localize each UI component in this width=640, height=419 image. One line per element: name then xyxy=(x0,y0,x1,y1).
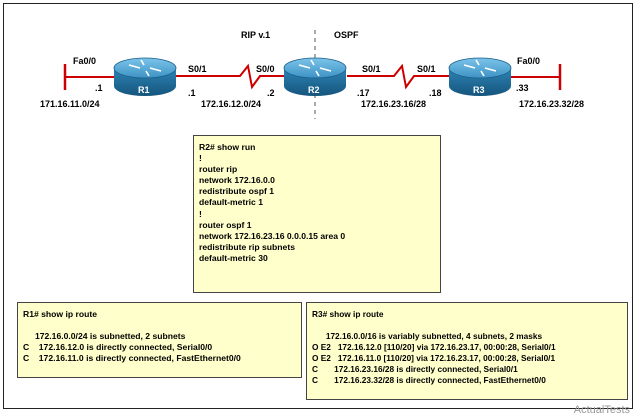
r1-route-line: R1# show ip route xyxy=(23,309,98,319)
r1-route-line: 172.16.0.0/24 is subnetted, 2 subnets xyxy=(23,331,186,342)
r3-route-line: 172.16.0.0/16 is variably subnetted, 4 s… xyxy=(312,331,543,342)
r2-serial0-interface-label: S0/0 xyxy=(256,64,275,74)
router-r3-label: R3 xyxy=(473,85,485,95)
r1-serial-interface-label: S0/1 xyxy=(188,64,207,74)
r3-route-line: R3# show ip route xyxy=(312,309,384,319)
r2-show-run-box: R2# show run ! router rip network 172.16… xyxy=(193,135,441,293)
rip-domain-label: RIP v.1 xyxy=(241,30,271,40)
r2-config-line: ! xyxy=(199,153,202,164)
r3-route-line xyxy=(312,320,627,331)
router-r2-icon xyxy=(283,57,347,96)
r2-config-line: default-metric 30 xyxy=(199,252,268,263)
r2-config-line: redistribute rip subnets xyxy=(199,241,295,252)
r2-serial0-host-label: .2 xyxy=(267,88,275,98)
r2-config-line: network 172.16.23.16 0.0.0.15 area 0 xyxy=(199,230,346,241)
router-r1-icon xyxy=(113,57,177,96)
router-r2-label: R2 xyxy=(308,85,320,95)
r3-serial-interface-label: S0/1 xyxy=(417,64,436,74)
r1-lan-network-label: 171.16.11.0/24 xyxy=(40,99,100,109)
r1-route-line xyxy=(23,320,301,331)
router-r3-icon xyxy=(448,57,512,96)
r1-fa-interface-label: Fa0/0 xyxy=(73,56,97,66)
topology-diagram xyxy=(63,30,562,119)
r1-fa-host-label: .1 xyxy=(95,83,103,93)
r3-fa-interface-label: Fa0/0 xyxy=(517,56,541,66)
r2-config-line: router ospf 1 xyxy=(199,219,252,230)
r2-config-line: network 172.16.0.0 xyxy=(199,175,275,186)
serial-link-r1-r2 xyxy=(176,63,284,90)
r3-fa-host-label: .33 xyxy=(516,83,529,93)
figure-frame: R1 R2 R3 RIP v.1 OSPF Fa0/0 .1 171.16.11… xyxy=(3,3,633,409)
link-r1-r2-network-label: 172.16.12.0/24 xyxy=(201,99,262,109)
r3-route-line: O E2 172.16.12.0 [110/20] via 172.16.23.… xyxy=(312,342,556,353)
link-r2-r3-network-label: 172.16.23.16/28 xyxy=(361,99,427,109)
r3-show-ip-route-box: R3# show ip route 172.16.0.0/16 is varia… xyxy=(306,302,628,400)
r3-lan-network-label: 172.16.23.32/28 xyxy=(519,99,585,109)
r3-route-line: O E2 172.16.11.0 [110/20] via 172.16.23.… xyxy=(312,353,556,364)
serial-link-r2-r3 xyxy=(347,63,449,90)
router-r1-label: R1 xyxy=(138,85,150,95)
ospf-domain-label: OSPF xyxy=(334,30,359,40)
r2-serial1-host-label: .17 xyxy=(357,88,370,98)
r3-serial-host-label: .18 xyxy=(429,88,442,98)
r2-config-line: router rip xyxy=(199,164,238,175)
r2-config-line: ! xyxy=(199,208,202,219)
r1-show-ip-route-box: R1# show ip route 172.16.0.0/24 is subne… xyxy=(17,302,302,378)
r1-route-line: C 172.16.12.0 is directly connected, Ser… xyxy=(23,342,213,353)
r1-serial-host-label: .1 xyxy=(188,88,196,98)
r1-route-line: C 172.16.11.0 is directly connected, Fas… xyxy=(23,353,241,364)
r3-route-line: C 172.16.23.16/28 is directly connected,… xyxy=(312,364,518,375)
r2-config-line: default-metric 1 xyxy=(199,197,263,208)
r2-config-line: redistribute ospf 1 xyxy=(199,186,274,197)
r3-route-line: C 172.16.23.32/28 is directly connected,… xyxy=(312,375,546,386)
r2-config-line: R2# show run xyxy=(199,142,256,152)
r2-serial1-interface-label: S0/1 xyxy=(362,64,381,74)
watermark: ActualTests xyxy=(573,404,630,416)
